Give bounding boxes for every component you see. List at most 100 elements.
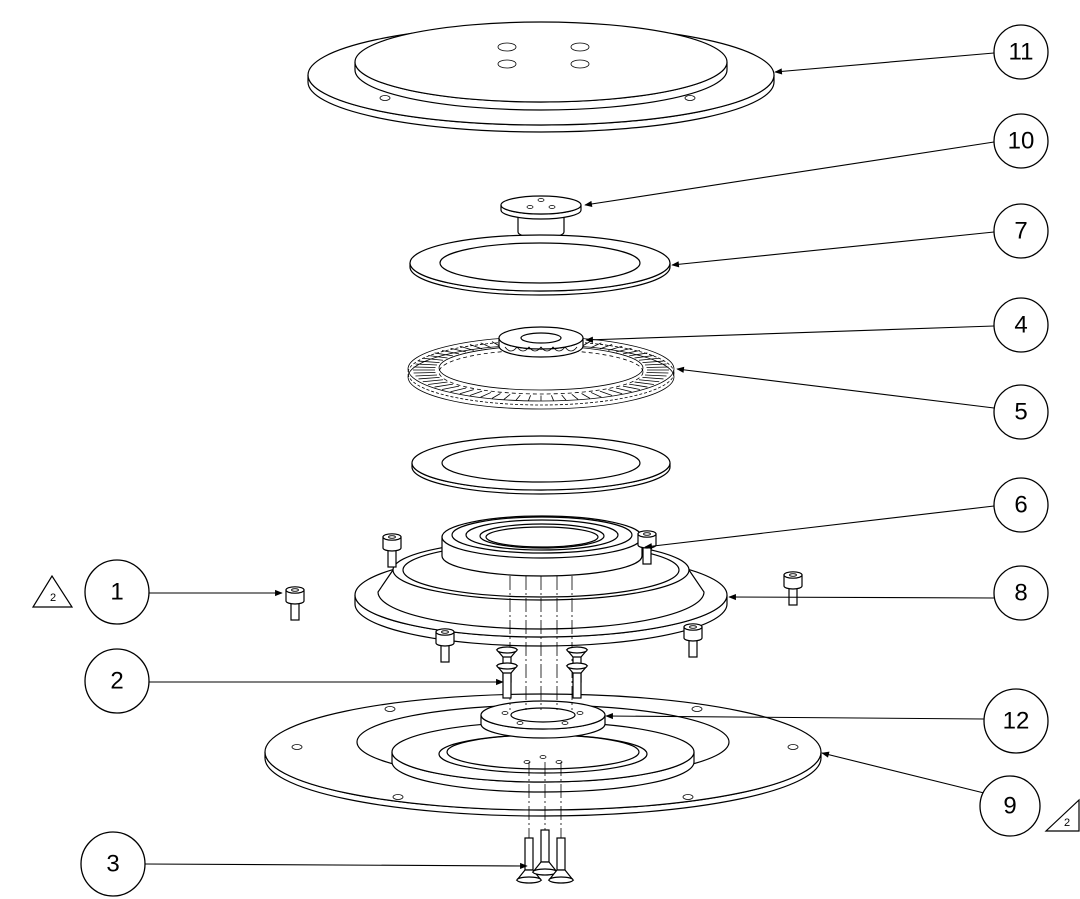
needle-roller <box>413 366 436 368</box>
needle-roller <box>551 395 554 401</box>
balloon-8: 8 <box>993 565 1049 621</box>
cap-screw <box>435 628 455 663</box>
needle-roller <box>491 393 501 399</box>
needle-roller <box>415 363 438 366</box>
balloon-6: 6 <box>993 477 1049 533</box>
balloon-10: 10 <box>993 113 1049 169</box>
needle-roller <box>638 357 660 361</box>
needle-roller <box>561 394 567 401</box>
needle-roller <box>634 355 654 359</box>
needle-roller <box>599 344 613 350</box>
revision-triangle-left: 2 <box>31 574 74 608</box>
part-2-countersunk-screws <box>495 646 589 699</box>
part-1-cap-screws <box>285 530 803 663</box>
needle-roller <box>418 376 440 380</box>
balloon-1: 1 <box>84 559 150 625</box>
needle-roller <box>413 372 436 374</box>
needle-roller <box>503 394 511 400</box>
needle-roller <box>642 360 664 364</box>
needle-roller <box>418 360 440 364</box>
balloon-1-label: 1 <box>110 579 123 606</box>
needle-roller <box>480 342 492 348</box>
needle-roller <box>434 352 453 357</box>
part-9-base-plate <box>264 693 822 817</box>
needle-roller <box>642 376 664 380</box>
cap-screw <box>783 571 803 606</box>
balloon-8-label: 8 <box>1014 580 1027 607</box>
needle-roller <box>571 394 579 400</box>
balloon-6-label: 6 <box>1014 492 1027 519</box>
needle-roller <box>441 350 460 355</box>
needle-roller <box>638 379 660 383</box>
needle-roller <box>480 392 492 398</box>
balloon-7: 7 <box>993 203 1049 259</box>
needle-roller <box>528 395 531 401</box>
balloon-5-label: 5 <box>1014 399 1027 426</box>
needle-roller <box>629 352 648 357</box>
part-11-top-plate <box>307 21 775 133</box>
revision-mark-left-label: 2 <box>50 592 56 604</box>
needle-roller <box>450 347 467 353</box>
part-6-bearing-ring <box>441 515 643 577</box>
balloon-4-label: 4 <box>1014 312 1027 339</box>
needle-roller <box>622 385 641 390</box>
needle-roller <box>644 363 667 366</box>
balloon-11: 11 <box>993 24 1049 80</box>
needle-roller <box>469 344 483 350</box>
needle-roller <box>422 357 444 361</box>
needle-roller <box>634 381 654 385</box>
balloon-10-label: 10 <box>1008 128 1035 155</box>
needle-roller <box>608 389 623 395</box>
cap-screw <box>382 533 402 568</box>
countersunk-screw <box>495 662 519 699</box>
needle-roller <box>644 374 667 377</box>
balloon-3-label: 3 <box>106 851 119 878</box>
balloon-9-label: 9 <box>1003 793 1016 820</box>
needle-roller <box>590 392 602 398</box>
needle-roller <box>629 383 648 388</box>
needle-roller <box>450 387 467 393</box>
countersunk-screw <box>531 829 559 876</box>
part-7-washer <box>409 234 671 296</box>
balloon-12: 12 <box>983 688 1049 754</box>
needle-roller <box>608 345 623 351</box>
cap-screw <box>285 586 305 621</box>
countersunk-screw <box>547 837 575 884</box>
needle-roller <box>646 372 669 374</box>
needle-roller <box>590 342 602 348</box>
balloon-11-label: 11 <box>1009 39 1034 66</box>
needle-roller <box>622 350 641 355</box>
countersunk-screw <box>515 837 543 884</box>
balloon-2: 2 <box>84 648 150 714</box>
leader-lines <box>144 52 995 870</box>
countersunk-screw <box>565 662 589 699</box>
cap-screw <box>683 623 703 658</box>
needle-roller <box>646 366 669 368</box>
revision-mark-right-label: 2 <box>1064 817 1070 829</box>
needle-roller <box>515 394 521 401</box>
needle-roller <box>428 355 448 359</box>
part-4-small-washer <box>498 326 584 358</box>
lower-washer <box>411 435 671 495</box>
part-12-small-ring <box>480 700 606 739</box>
revision-triangle-right: 2 <box>1044 798 1080 832</box>
balloon-12-label: 12 <box>1003 708 1030 735</box>
balloon-7-label: 7 <box>1014 218 1027 245</box>
needle-roller <box>469 390 483 396</box>
needle-roller <box>428 381 448 385</box>
balloon-3: 3 <box>80 831 146 897</box>
needle-roller <box>615 347 632 353</box>
balloon-9: 9 <box>979 775 1041 837</box>
part-3-countersunk-screws <box>515 829 575 884</box>
needle-roller <box>459 389 474 395</box>
needle-roller <box>441 385 460 390</box>
part-10-hub <box>500 195 582 239</box>
balloon-2-label: 2 <box>110 668 123 695</box>
needle-roller <box>415 374 438 377</box>
needle-roller <box>599 390 613 396</box>
needle-roller <box>581 393 591 399</box>
needle-roller <box>422 379 444 383</box>
balloon-4: 4 <box>993 297 1049 353</box>
needle-roller <box>434 383 453 388</box>
